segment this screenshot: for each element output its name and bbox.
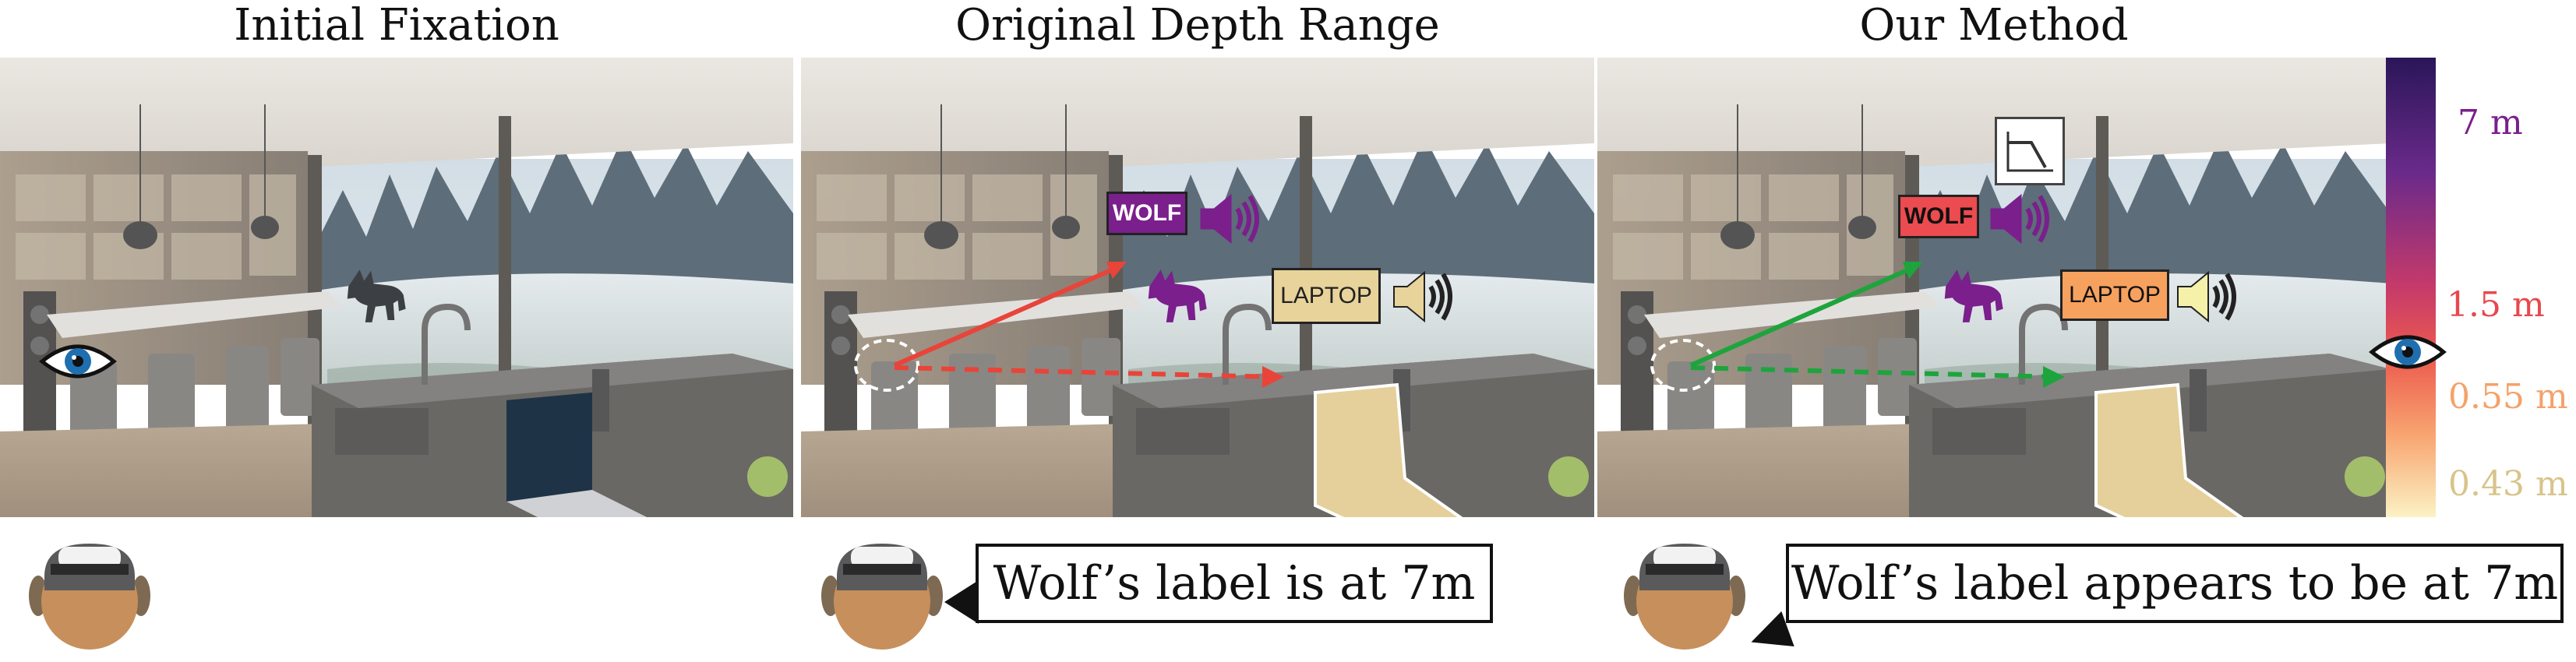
depth-tick-0-43m: 0.43 m xyxy=(2448,464,2568,504)
eye-icon xyxy=(39,338,117,385)
panel-title-our-method: Our Method xyxy=(1859,0,2129,51)
depth-colorbar xyxy=(2386,58,2436,517)
wolf-label: WOLF xyxy=(1898,195,1979,238)
depth-tick-7m: 7 m xyxy=(2458,103,2523,143)
speaker-icon xyxy=(1987,192,2049,246)
eye-icon xyxy=(2369,329,2447,375)
laptop-icon xyxy=(1314,382,1463,517)
speech-tail xyxy=(944,580,979,624)
filter-response-icon xyxy=(1995,117,2065,185)
speech-bubble-original: Wolf’s label is at 7m xyxy=(976,544,1493,623)
wolf-label: WOLF xyxy=(1106,192,1187,235)
panel-title-original-depth-range: Original Depth Range xyxy=(955,0,1440,51)
head-with-headset-icon xyxy=(821,544,943,650)
laptop-label: LAPTOP xyxy=(1272,268,1381,324)
speaker-icon xyxy=(1390,269,1456,324)
depth-tick-1-5m: 1.5 m xyxy=(2447,285,2545,325)
laptop-label: LAPTOP xyxy=(2060,269,2169,321)
head-with-headset-icon xyxy=(29,544,150,650)
scene-our-method: WOLF LAPTOP xyxy=(1597,58,2391,517)
scene-initial-fixation xyxy=(0,58,793,517)
depth-tick-0-55m: 0.55 m xyxy=(2448,377,2568,417)
head-with-headset-icon xyxy=(1624,544,1745,650)
panel-title-initial-fixation: Initial Fixation xyxy=(234,0,559,51)
speaker-icon xyxy=(2174,269,2239,324)
scene-original-depth-range: WOLF LAPTOP xyxy=(801,58,1594,517)
speech-bubble-ours: Wolf’s label appears to be at 7m xyxy=(1786,544,2564,623)
laptop-icon xyxy=(506,393,647,517)
speaker-icon xyxy=(1197,192,1259,246)
laptop-icon xyxy=(2094,382,2244,517)
